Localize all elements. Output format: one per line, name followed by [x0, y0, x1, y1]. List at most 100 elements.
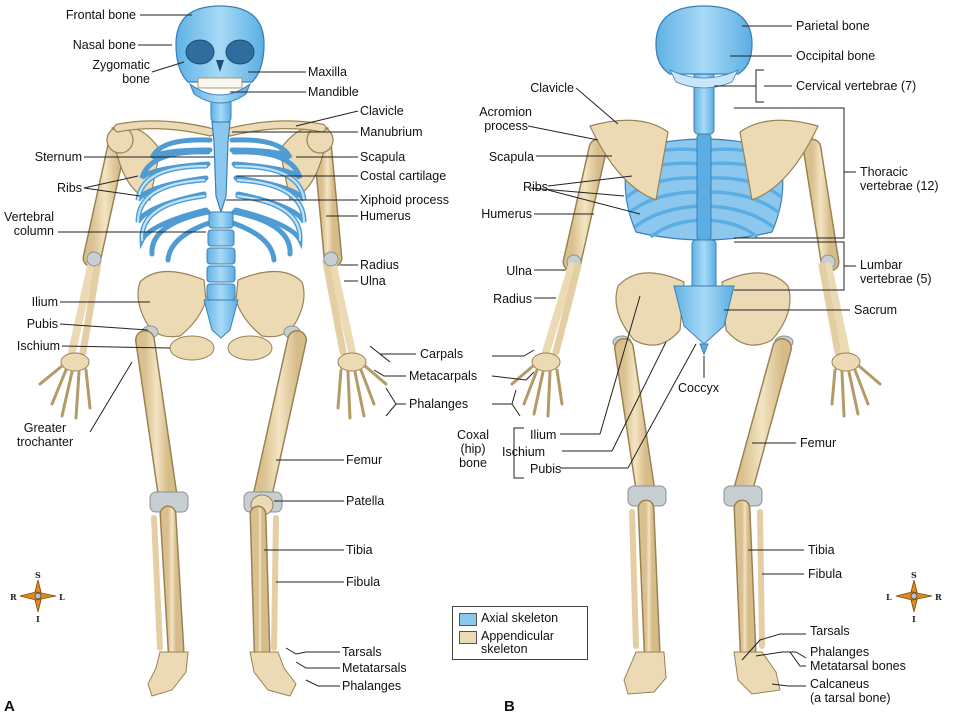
legend: Axial skeleton Appendicular skeleton [452, 606, 588, 660]
label-fibula: Fibula [346, 575, 381, 589]
label-parietal-bone: Parietal bone [796, 19, 870, 33]
label-coccyx: Coccyx [678, 381, 719, 395]
label-ribs: Ribs [56, 181, 82, 195]
foot-right [249, 651, 297, 697]
label-metatarsals: Metatarsals [342, 661, 407, 675]
label-carpals: Carpals [420, 347, 464, 361]
label-thoracic-1: Thoracic [860, 165, 908, 179]
legend-axial-label: Axial skeleton [481, 611, 559, 625]
label-ischium: Ischium [16, 339, 60, 353]
panel-label-b: B [504, 698, 515, 715]
hand-left [38, 352, 92, 420]
label-tarsals: Tarsals [342, 645, 382, 659]
label-ulna: Ulna [360, 274, 386, 288]
label-greater-2: trochanter [16, 435, 74, 449]
label-calcaneus-2: (a tarsal bone) [810, 691, 891, 705]
label-tarsals-b: Tarsals [810, 624, 850, 638]
compass-a-s: I [36, 614, 40, 624]
label-metacarpals: Metacarpals [409, 369, 478, 383]
label-pubis: Pubis [26, 317, 58, 331]
hand-b-right [830, 352, 882, 418]
sacrum [673, 285, 735, 345]
label-clavicle: Clavicle [360, 104, 404, 118]
legend-swatch-appendicular [459, 631, 477, 644]
legend-appendicular-label-1: Appendicular [481, 629, 554, 643]
label-humerus-b: Humerus [481, 207, 532, 221]
label-ulna-b: Ulna [506, 264, 532, 278]
label-scapula-b: Scapula [488, 150, 534, 164]
label-maxilla: Maxilla [308, 65, 347, 79]
label-nasal-bone: Nasal bone [72, 38, 136, 52]
compass-b-w: L [886, 592, 892, 602]
foot-left [147, 651, 189, 697]
compass-b-s: I [912, 614, 916, 624]
label-patella: Patella [346, 494, 385, 508]
anterior-skeleton [38, 5, 388, 697]
label-tibia-b: Tibia [808, 543, 835, 557]
label-ribs-b: Ribs [522, 180, 548, 194]
compass-a-w: R [10, 592, 17, 602]
label-scapula: Scapula [360, 150, 406, 164]
posterior-skeleton [510, 5, 882, 695]
label-radius: Radius [360, 258, 399, 272]
label-phalanges-foot: Phalanges [342, 679, 402, 693]
label-occipital-bone: Occipital bone [796, 49, 876, 63]
label-ischium-b: Ischium [502, 445, 546, 459]
radius-left [68, 258, 96, 356]
label-acromion-1: Acromion [479, 105, 532, 119]
label-mandible: Mandible [308, 85, 359, 99]
compass-a-e: L [59, 592, 65, 602]
label-cervical-vertebrae: Cervical vertebrae (7) [796, 79, 917, 93]
label-zygomatic-2: bone [122, 72, 150, 86]
label-phalanges-hand: Phalanges [409, 397, 469, 411]
compass-b-icon [895, 579, 933, 613]
scapula-b-left [589, 119, 669, 201]
compass-a-n: S [35, 570, 41, 580]
label-calcaneus-1: Calcaneus [810, 677, 870, 691]
compass-b-n: S [911, 570, 917, 580]
label-fibula-b: Fibula [808, 567, 843, 581]
ulna-left [79, 258, 102, 356]
skull-front [175, 5, 265, 104]
label-vertebral-2: column [13, 224, 54, 238]
label-phalanges-b: Phalanges [810, 645, 870, 659]
label-frontal-bone: Frontal bone [65, 8, 136, 22]
compass-a-icon [19, 579, 57, 613]
label-acromion-2: process [484, 119, 528, 133]
fibula-right [271, 515, 279, 651]
label-femur: Femur [346, 453, 383, 467]
panel-label-a: A [4, 698, 15, 715]
label-zygomatic-1: Zygomatic [92, 58, 150, 72]
label-xiphoid-process: Xiphoid process [360, 193, 449, 207]
skull-back [655, 5, 753, 75]
label-tibia: Tibia [346, 543, 373, 557]
label-coxal-1: Coxal [457, 428, 489, 442]
label-humerus: Humerus [360, 209, 411, 223]
hand-b-left [510, 352, 564, 418]
label-thoracic-2: vertebrae (12) [860, 179, 939, 193]
compass-b-e: R [935, 592, 942, 602]
label-greater-1: Greater [23, 421, 67, 435]
label-ilium-b: Ilium [530, 428, 557, 442]
foot-b-left [623, 651, 667, 695]
label-femur-b: Femur [800, 436, 837, 450]
hand-right [336, 352, 388, 420]
label-clavicle-b: Clavicle [530, 81, 574, 95]
label-sacrum: Sacrum [854, 303, 898, 317]
pelvis-front [137, 270, 305, 361]
scapula-b-right [739, 119, 819, 201]
fibula-left [151, 515, 163, 651]
leader-lines [58, 14, 856, 687]
radius-right [328, 258, 356, 356]
label-radius-b: Radius [493, 292, 532, 306]
label-pubis-b: Pubis [530, 462, 562, 476]
vertebral-column-front [206, 97, 236, 301]
label-sternum: Sternum [34, 150, 82, 164]
sternum [211, 121, 231, 215]
label-metatarsal-bones: Metatarsal bones [810, 659, 906, 673]
label-coxal-2: (hip) [460, 442, 486, 456]
legend-swatch-axial [459, 613, 477, 626]
label-lumbar-1: Lumbar [860, 258, 903, 272]
